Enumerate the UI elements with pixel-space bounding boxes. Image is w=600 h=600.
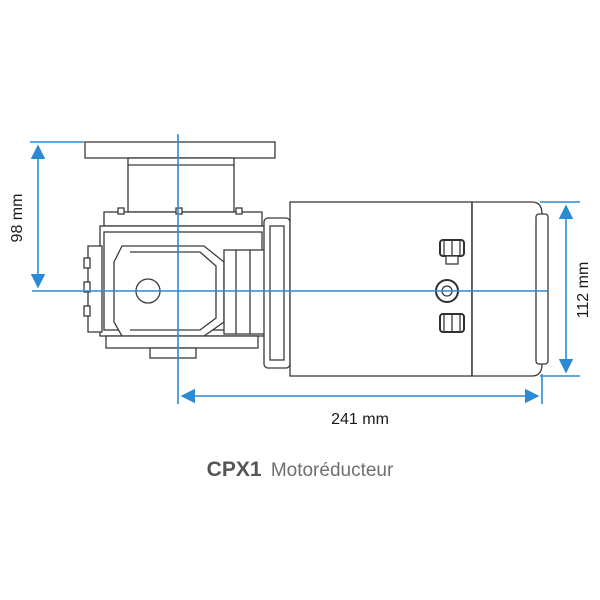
dimension-label-241: 241 mm (331, 411, 389, 428)
motor (263, 201, 549, 377)
dimension-lines (30, 134, 580, 404)
gear-housing-bottom (105, 335, 259, 349)
product-description: Motoréducteur (270, 460, 394, 481)
coupling-band (223, 249, 267, 335)
model-name: CPX1 (206, 458, 262, 481)
mounting-flange (84, 141, 276, 159)
motor-rear-cover (471, 201, 543, 377)
gearbox (83, 141, 276, 359)
dimension-label-112: 112 mm (575, 262, 592, 319)
motor-flange (263, 217, 291, 369)
terminal-post-bottom (439, 313, 465, 333)
terminal-post-top (439, 239, 465, 265)
dimension-label-98: 98 mm (9, 194, 26, 243)
flange-neck (127, 157, 235, 213)
product-caption: CPX1 Motoréducteur (0, 456, 600, 485)
